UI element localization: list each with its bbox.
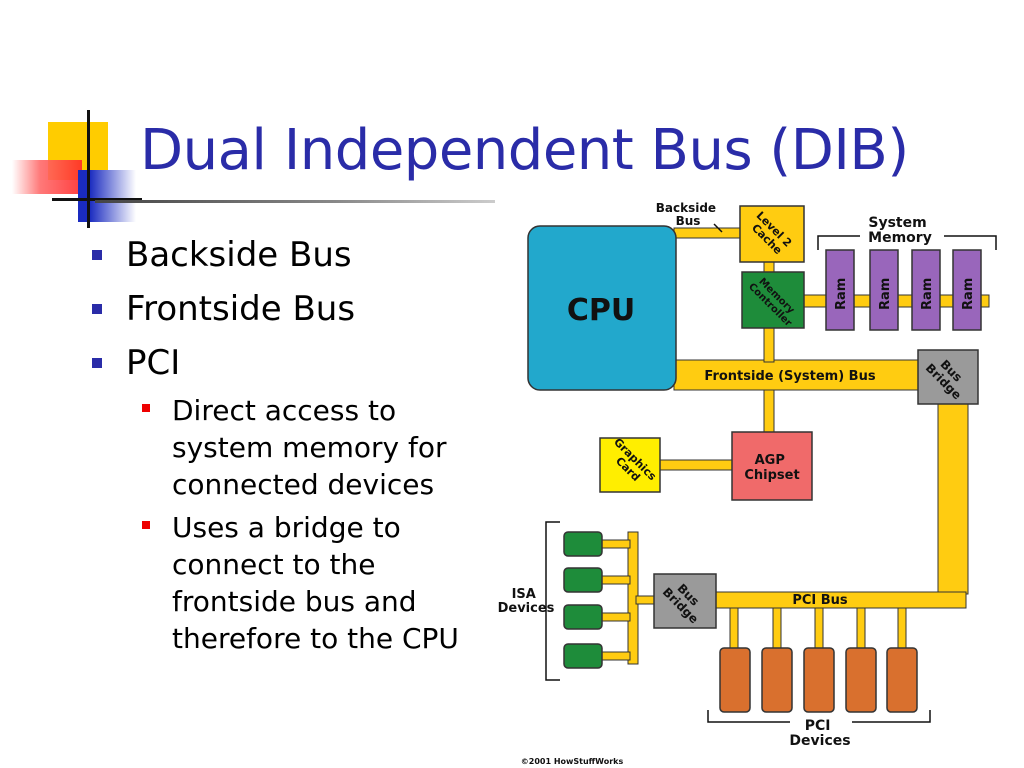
- sub-bullet-line: connect to the: [172, 548, 376, 581]
- agp-chipset-block: [731, 431, 813, 501]
- frontside-bus-label: Frontside (System) Bus: [704, 369, 875, 384]
- pci-drop-2: [772, 607, 782, 651]
- bullet-text: Frontside Bus: [126, 289, 356, 329]
- sub-bullet-line: therefore to the CPU: [172, 622, 459, 655]
- system-memory-label: System Memory: [868, 215, 932, 246]
- pci-drop-3: [814, 607, 824, 651]
- pci-drop-1: [729, 607, 739, 651]
- level2-cache-block: [739, 205, 805, 263]
- sub-bullet-line: Uses a bridge to: [172, 511, 401, 544]
- cpu-block: [527, 225, 677, 391]
- agp-chipset-label: AGP Chipset: [744, 453, 799, 483]
- pci-devices: [719, 647, 918, 713]
- isa-device-2: [563, 567, 603, 593]
- controller-fsb-link: [763, 327, 775, 363]
- bullet-marker: [92, 250, 102, 260]
- isa-device-4: [563, 643, 603, 669]
- ram-label-3: Ram: [920, 278, 935, 310]
- bullet-text: Backside Bus: [126, 235, 352, 275]
- isa-link-4: [599, 651, 631, 661]
- ram-label-4: Ram: [961, 278, 976, 310]
- pci-device-4: [845, 647, 877, 713]
- sub-bullet-line: connected devices: [172, 468, 435, 501]
- logo-red-bar: [12, 160, 82, 194]
- bullet-pci: PCI: [90, 336, 490, 390]
- bridge-vertical-link: [937, 403, 969, 595]
- graphics-agp-link: [659, 459, 733, 471]
- backside-bus-line: [673, 227, 743, 239]
- graphics-card-block: [599, 437, 661, 493]
- pci-device-3: [803, 647, 835, 713]
- ram-module-3: [911, 249, 941, 331]
- ram-label-1: Ram: [834, 278, 849, 310]
- ram-module-4: [952, 249, 982, 331]
- bus-bridge-upper-block: [917, 349, 979, 405]
- logo-vertical-line: [87, 110, 90, 228]
- pci-drop-5: [897, 607, 907, 651]
- sub-bullet-line: frontside bus and: [172, 585, 417, 618]
- isa-devices-bracket: [545, 521, 560, 681]
- sub-bullet-direct-access: Direct access to system memory for conne…: [90, 392, 490, 503]
- fsb-agp-link: [763, 389, 775, 433]
- pci-device-2: [761, 647, 793, 713]
- bus-bridge-lower-block: [653, 573, 717, 629]
- isa-link-1: [599, 539, 631, 549]
- isa-link-3: [599, 612, 631, 622]
- bullet-text: PCI: [126, 343, 181, 383]
- title-rule: [95, 200, 495, 203]
- ram-module-1: [825, 249, 855, 331]
- backside-bus-pointer: [713, 223, 723, 233]
- bullet-backside-bus: Backside Bus: [90, 228, 490, 282]
- bullet-marker: [92, 304, 102, 314]
- sub-bullet-line: Direct access to: [172, 394, 397, 427]
- bullet-frontside-bus: Frontside Bus: [90, 282, 490, 336]
- sub-bullet-line: system memory for: [172, 431, 447, 464]
- cpu-label: CPU: [567, 293, 635, 328]
- system-memory-bracket: [817, 235, 997, 250]
- backside-bus-label: Backside Bus: [656, 201, 721, 228]
- pci-device-5: [886, 647, 918, 713]
- sub-bullet-marker: [142, 404, 150, 412]
- pci-drop-4: [856, 607, 866, 651]
- pci-device-1: [719, 647, 751, 713]
- slide-title: Dual Independent Bus (DIB): [140, 118, 909, 183]
- ram-module-2: [869, 249, 899, 331]
- copyright-notice: ©2001 HowStuffWorks: [521, 757, 624, 766]
- bullet-marker: [92, 358, 102, 368]
- pci-bus-label: PCI Bus: [792, 593, 848, 608]
- ram-label-2: Ram: [878, 278, 893, 310]
- bus-bridge-lower-label: Bus Bridge: [660, 576, 711, 627]
- ram-modules: Ram Ram Ram Ram: [825, 249, 982, 331]
- memory-controller-block: [741, 271, 805, 329]
- sub-bullet-uses-bridge: Uses a bridge to connect to the frontsid…: [90, 509, 490, 657]
- pci-devices-label: PCI Devices: [789, 718, 850, 749]
- template-logo: [0, 0, 142, 230]
- isa-link-2: [599, 575, 631, 585]
- pci-devices-bracket: [707, 710, 931, 723]
- isa-bridge-link: [635, 595, 657, 605]
- isa-devices: [563, 531, 603, 669]
- logo-horizontal-line: [52, 198, 142, 201]
- frontside-bus-line: [673, 359, 925, 391]
- isa-device-3: [563, 604, 603, 630]
- isa-devices-label: ISA Devices: [498, 587, 555, 616]
- sub-bullet-marker: [142, 521, 150, 529]
- bullet-list: Backside Bus Frontside Bus PCI Direct ac…: [90, 228, 490, 663]
- isa-device-1: [563, 531, 603, 557]
- bus-lines: [599, 227, 990, 665]
